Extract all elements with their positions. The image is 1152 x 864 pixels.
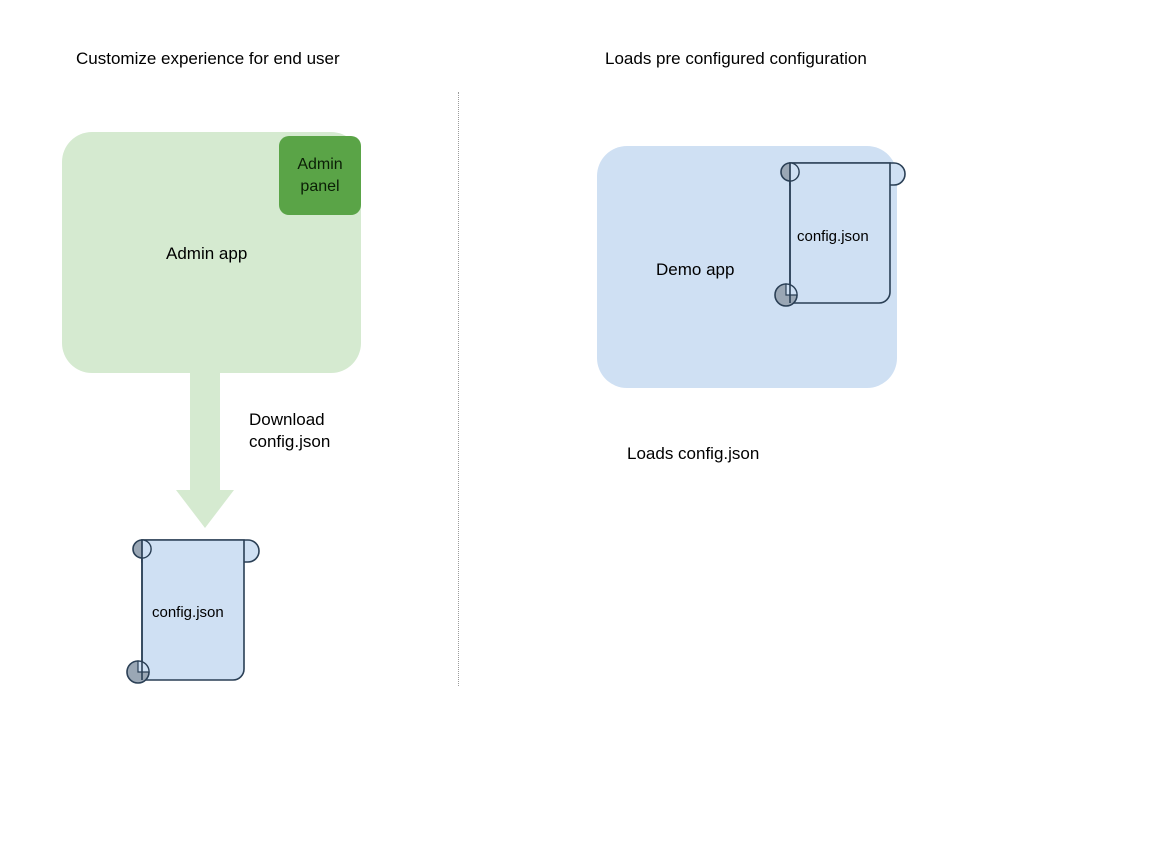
- download-arrow-label-line1: Download: [249, 410, 325, 429]
- loads-config-caption: Loads config.json: [627, 444, 760, 463]
- download-arrow-label-line2: config.json: [249, 432, 331, 451]
- config-json-label-right: config.json: [797, 228, 869, 245]
- download-arrow-icon: [176, 370, 234, 528]
- admin-panel-label-line2: panel: [300, 177, 340, 195]
- demo-app-label: Demo app: [656, 260, 735, 279]
- left-column-title: Customize experience for end user: [76, 49, 340, 68]
- config-json-document-right[interactable]: [768, 150, 918, 315]
- admin-app-label: Admin app: [166, 244, 248, 263]
- right-column-title: Loads pre configured configuration: [605, 49, 867, 68]
- config-json-document-left[interactable]: [118, 527, 268, 692]
- column-divider: [458, 92, 459, 686]
- config-json-label-left: config.json: [152, 604, 224, 621]
- admin-panel-label-line1: Admin: [297, 155, 343, 173]
- download-arrow-label: Download config.json: [249, 409, 330, 453]
- admin-panel-chip[interactable]: Admin panel: [279, 136, 361, 215]
